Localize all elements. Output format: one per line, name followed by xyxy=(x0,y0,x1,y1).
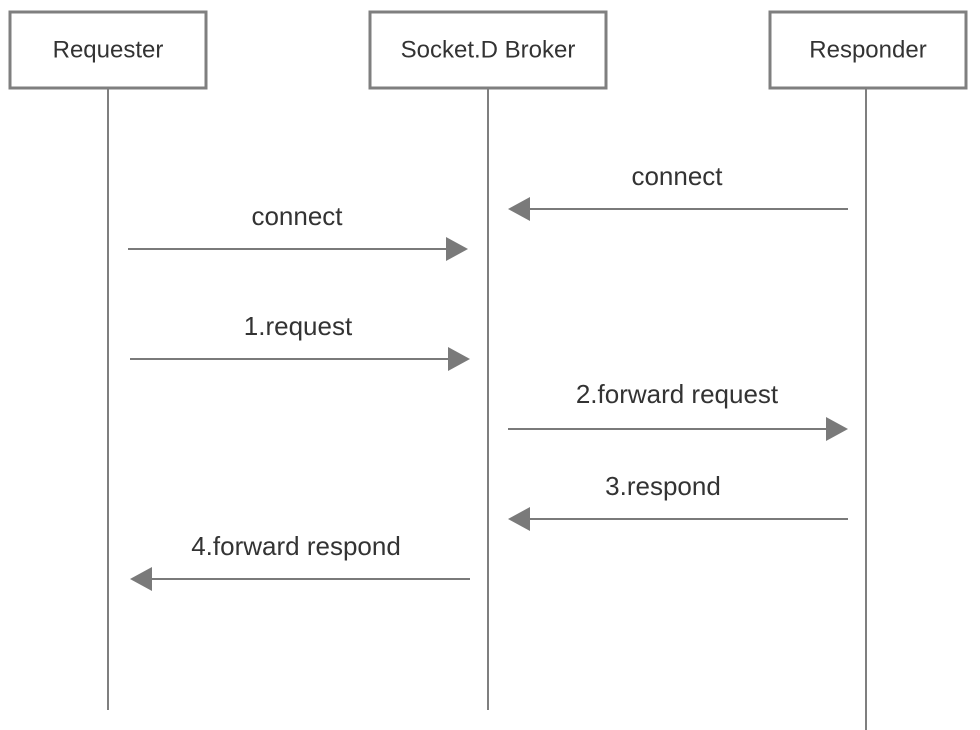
participant-responder-box xyxy=(768,10,968,90)
message-forward-request-label: 2.forward request xyxy=(576,379,779,409)
participant-broker-box xyxy=(368,10,608,90)
message-forward-request-arrowhead xyxy=(826,417,848,441)
message-request: 1.request xyxy=(130,311,470,371)
message-connect-requester-label: connect xyxy=(251,201,343,231)
message-connect-requester: connect xyxy=(128,201,468,261)
message-respond-arrowhead xyxy=(508,507,530,531)
message-request-label: 1.request xyxy=(244,311,353,341)
participant-broker: Socket.D Broker xyxy=(368,10,608,90)
participant-requester-label: Requester xyxy=(53,37,164,64)
participant-responder-label: Responder xyxy=(809,37,926,64)
participant-requester-box xyxy=(8,10,208,90)
participant-broker-label: Socket.D Broker xyxy=(401,37,576,64)
message-connect-responder-arrowhead xyxy=(508,197,530,221)
participant-requester: Requester xyxy=(8,10,208,90)
message-forward-respond: 4.forward respond xyxy=(130,531,470,591)
message-respond-label: 3.respond xyxy=(605,471,721,501)
message-respond: 3.respond xyxy=(508,471,848,531)
message-request-arrowhead xyxy=(448,347,470,371)
message-forward-request: 2.forward request xyxy=(508,379,848,441)
message-connect-responder-label: connect xyxy=(631,161,723,191)
message-forward-respond-arrowhead xyxy=(130,567,152,591)
participant-responder: Responder xyxy=(768,10,968,90)
message-connect-requester-arrowhead xyxy=(446,237,468,261)
message-connect-responder: connect xyxy=(508,161,848,221)
message-forward-respond-label: 4.forward respond xyxy=(191,531,401,561)
